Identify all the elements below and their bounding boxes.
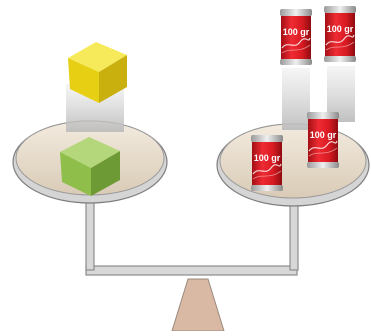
svg-text:100 gr: 100 gr [310, 130, 337, 140]
green-cube [60, 137, 120, 196]
scale-pivot [171, 278, 225, 332]
can-top-left: 100 gr [279, 8, 313, 66]
left-pan-post [85, 191, 95, 271]
svg-text:100 gr: 100 gr [254, 153, 281, 163]
right-pan [216, 123, 370, 207]
can-on-pan-back: 100 gr [306, 111, 340, 169]
scale-beam [85, 265, 298, 276]
can-on-pan-front: 100 gr [250, 134, 284, 192]
can-motion-trail-left [282, 68, 310, 130]
svg-text:100 gr: 100 gr [327, 24, 354, 34]
svg-text:100 gr: 100 gr [283, 27, 310, 37]
yellow-cube [68, 42, 127, 103]
can-top-right: 100 gr [323, 5, 357, 63]
